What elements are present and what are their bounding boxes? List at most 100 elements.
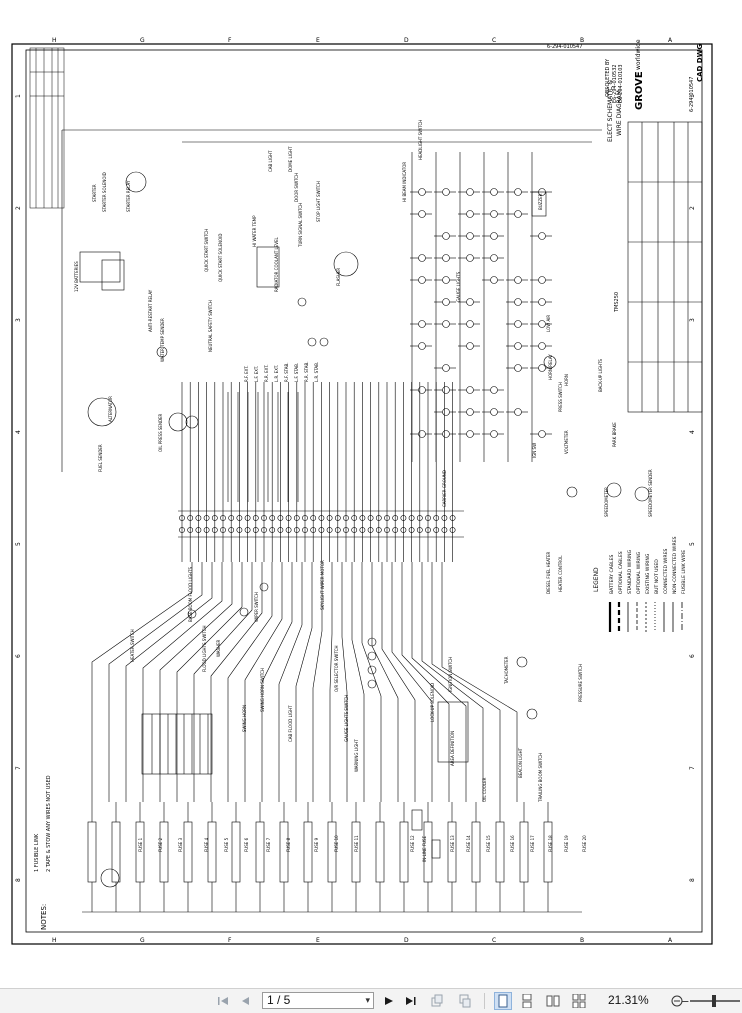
component-label: FLOOD LIGHTS SWITCH [202,626,207,673]
component-label: FUSE 10 [334,835,339,852]
component-label: 12V BATTERIES [74,261,79,292]
schematic-page: GROVE worldwide ELECT SCHEMATIC & WIRE D… [2,2,738,984]
legend-item-label: OPTIONAL CABLES [618,551,624,594]
component-label: FLASHER [336,268,341,286]
title-block [627,121,703,413]
component-label: LOCK-UP SOLENOID [430,683,435,722]
drawing-number-top: 6-294-010547 [547,44,582,50]
legend-item-label: OPTIONAL WIRING [636,551,642,594]
rotate-right-icon[interactable] [456,992,474,1010]
component-label: L.R. STAB. [314,362,319,382]
component-label: TURN SIGNAL SWITCH [298,203,303,248]
border-letter: H [52,937,57,944]
component-label: O/R SELECTOR SWITCH [334,646,339,693]
legend-item-label: STANDARD WIRING [627,549,633,594]
border-number: 3 [15,318,22,322]
component-label: SKYLIGHT WIPER MOTOR [320,560,325,610]
component-label: R.R. EXT. [264,364,269,382]
component-label: FUSE 9 [314,837,319,852]
component-label: PRESSURE SWITCH [578,664,583,702]
prev-page-icon[interactable] [236,992,254,1010]
component-label: QUICK START SWITCH [204,229,209,272]
two-page-continuous-icon[interactable] [570,992,588,1010]
rotate-left-icon[interactable] [428,992,446,1010]
zoom-out-glyph: − [680,994,690,1008]
zoom-out-icon[interactable]: − [680,992,690,1010]
page-number-field[interactable]: 1 / 5 ▾ [262,992,374,1009]
border-letter: A [668,37,673,44]
next-page-icon[interactable] [380,992,398,1010]
component-label: CAB LIGHT [268,150,273,172]
component-label: NEUTRAL SAFETY SWITCH [208,300,213,352]
two-page-icon[interactable] [544,992,562,1010]
component-label: IGN SW [532,443,537,458]
border-letter: E [316,937,320,944]
component-label: ALTERNATOR [108,396,113,422]
legend-item-label: FUSIBLE LINK WIRE [681,550,687,594]
zoom-slider[interactable] [690,995,740,1007]
component-label: FUSE 11 [354,835,359,852]
continuous-icon[interactable] [518,992,536,1010]
title-division: worldwide [635,39,642,70]
border-number: 3 [689,318,696,322]
component-label: L.F. EXT. [254,366,259,382]
first-page-icon[interactable] [214,992,232,1010]
border-letter: B [580,937,584,944]
component-label: WASHER [216,639,221,657]
model-number: TMS250 [614,292,620,313]
component-label: GAUGE LIGHTS SWITCH [344,695,349,742]
border-number: 2 [15,206,22,210]
border-number: 6 [15,654,22,658]
single-page-icon[interactable] [494,992,512,1010]
component-label: IN-LINE FUSE [422,835,427,862]
component-label: PARK BRAKE [612,422,617,447]
border-letter: C [492,937,496,944]
component-label: FUEL SENDER [98,444,103,472]
page-number-value: 1 / 5 [267,993,291,1007]
drawing-title-1: ELECT SCHEMATIC & [607,80,614,142]
component-label: FUSE 6 [244,837,249,852]
component-label: ANTI-RESTART RELAY [148,289,153,332]
component-label: SPEEDOMETER SENDER [648,469,653,517]
component-label: HEATER SWITCH [130,629,135,662]
border-number: 7 [689,766,696,770]
component-label: OIL PRESS SENDER [158,413,163,452]
component-label: FUSE 18 [548,835,553,852]
component-label: FUSE 2 [158,837,163,852]
component-label: BASE BOOM FLOOD LIGHTS [188,566,193,622]
component-label: FUSE 1 [138,837,143,852]
component-label: STARTER [92,184,97,202]
ref-number: E6-294-010103 [618,64,624,103]
component-label: BEACON LIGHT [518,747,523,778]
component-label: FUSE 3 [178,837,183,852]
component-label: FUSE 17 [530,835,535,852]
border-number: 1 [15,94,22,98]
zoom-slider-handle[interactable] [711,995,716,1007]
component-label: DOOR SWITCH [294,173,299,202]
viewer-toolbar: 1 / 5 ▾ 21.31% − [0,988,742,1013]
zoom-options-icon[interactable] [668,992,686,1010]
component-label: STOP LIGHT SWITCH [316,181,321,222]
last-page-icon[interactable] [402,992,420,1010]
drawing-number: 6-294-010547 [689,77,695,112]
component-label: VOLTMETER [564,430,569,454]
component-label: TACHOMETER [504,656,509,685]
border-letter: D [404,37,409,44]
component-label: R.R. STAB. [304,361,309,382]
zoom-level[interactable]: 21.31% [608,993,649,1007]
component-label: FUSE 4 [204,837,209,852]
document-viewport[interactable]: GROVE worldwide ELECT SCHEMATIC & WIRE D… [0,0,742,989]
border-letter: B [580,37,584,44]
border-letter: G [140,37,145,44]
border-number: 8 [689,878,696,882]
component-label: AREA DEFINITION [450,731,455,766]
component-label: WATER TEMP SENDER [160,318,165,362]
notes-header: NOTES: [40,904,48,930]
border-letter: G [140,937,145,944]
component-label: R.F. EXT. [244,365,249,382]
chevron-down-icon[interactable]: ▾ [365,995,370,1005]
component-label: FUSE 8 [286,837,291,852]
component-label: HORN RELAY [548,354,553,380]
